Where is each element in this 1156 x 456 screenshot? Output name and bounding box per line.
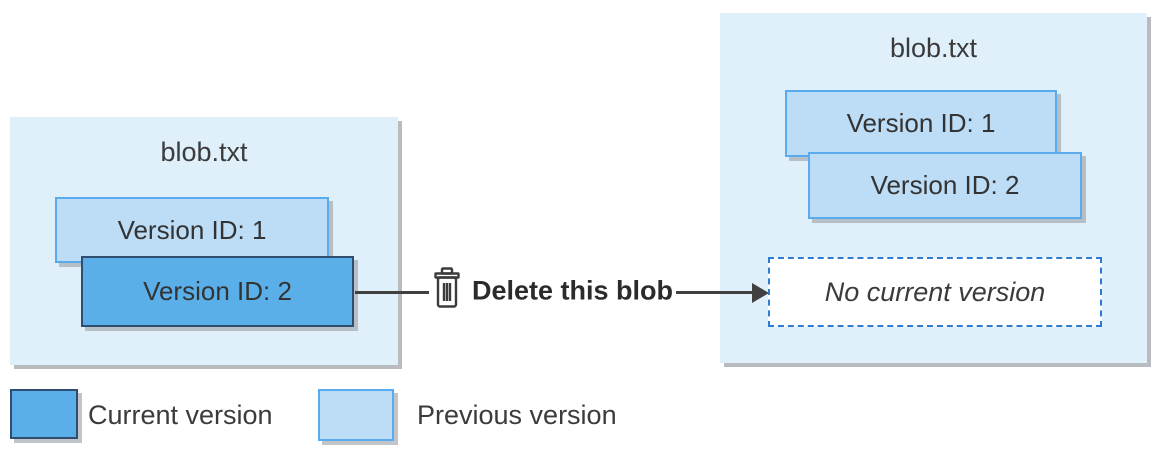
delete-action-label: Delete this blob (472, 275, 674, 306)
trash-icon (431, 266, 463, 310)
version-box-2-before-current: Version ID: 2 (81, 256, 354, 327)
legend-swatch-previous-version (318, 389, 394, 441)
version-box-1-before: Version ID: 1 (55, 197, 329, 263)
blob-title-before: blob.txt (160, 137, 248, 167)
legend-label-previous-version: Previous version (417, 400, 617, 430)
legend-label-current-version: Current version (88, 400, 273, 430)
legend-swatch-current-version (10, 389, 78, 439)
version-box-2-after: Version ID: 2 (808, 152, 1082, 219)
connector-line-left (355, 291, 429, 294)
arrow-head-icon (752, 283, 769, 303)
version-box-1-after: Version ID: 1 (785, 90, 1057, 157)
arrow-line (676, 291, 756, 294)
no-current-version-box: No current version (768, 257, 1102, 327)
blob-title-after: blob.txt (889, 33, 978, 63)
